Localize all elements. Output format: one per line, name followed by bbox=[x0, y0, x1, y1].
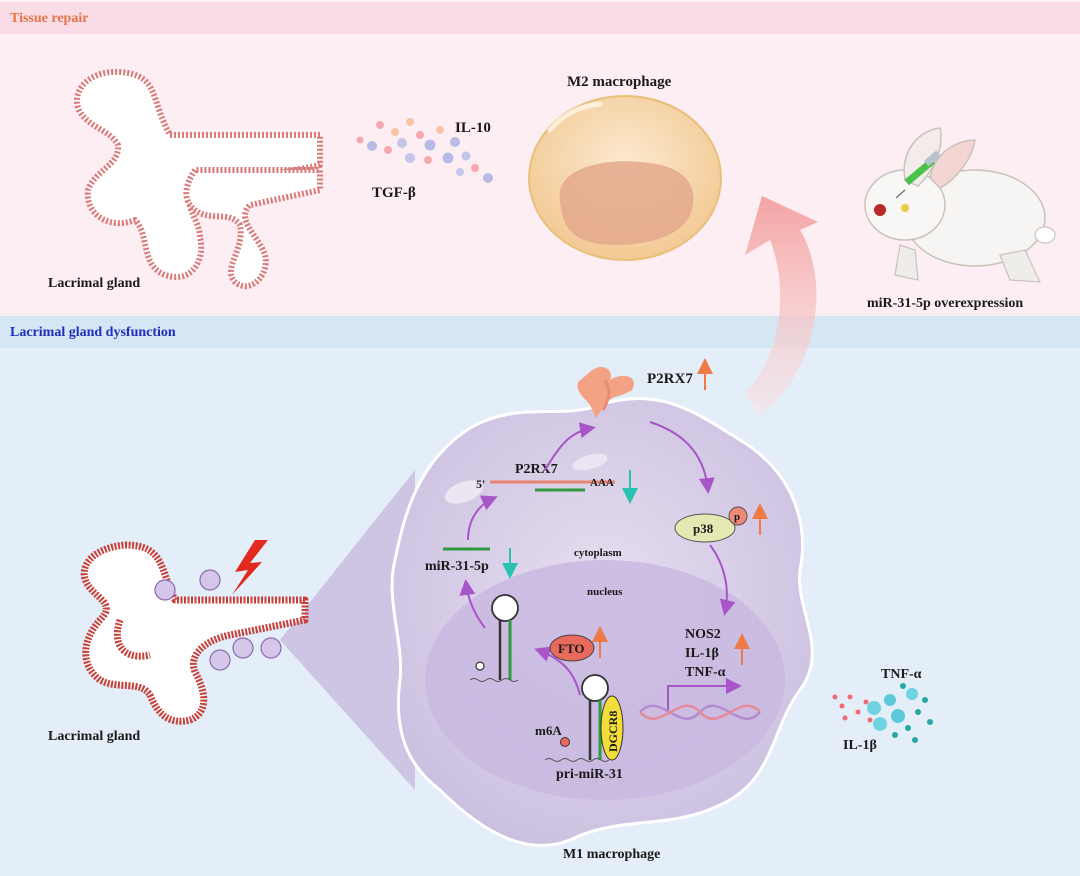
m1-macrophage-label: M1 macrophage bbox=[563, 847, 660, 862]
dysfunction-header bbox=[0, 316, 1080, 348]
p38-kinase bbox=[674, 513, 736, 543]
gene-tnfa-label: TNF-α bbox=[685, 665, 726, 680]
repolarization-arrow bbox=[745, 196, 818, 415]
pro-inflammatory-cytokines bbox=[832, 683, 933, 743]
pri-mirna-hairpin bbox=[544, 674, 610, 762]
lacrimal-gland-damaged bbox=[80, 541, 309, 725]
rabbit-illustration bbox=[864, 127, 1056, 283]
dysfunction-title: Lacrimal gland dysfunction bbox=[10, 325, 176, 340]
dgcr8-label: DGCR8 bbox=[606, 711, 620, 752]
m2-macrophage-label: M2 macrophage bbox=[567, 74, 672, 90]
m6a-label: m6A bbox=[535, 723, 562, 738]
phospho-label: p bbox=[734, 511, 740, 523]
pathway-arrows bbox=[459, 421, 736, 696]
m2-macrophage-cell bbox=[528, 95, 722, 261]
gene-il1b-label: IL-1β bbox=[685, 646, 719, 661]
mrna-label: P2RX7 bbox=[515, 462, 558, 477]
p2rx7-receptor-icon bbox=[577, 366, 634, 418]
lightning-icon bbox=[232, 540, 268, 595]
phospho-badge bbox=[728, 506, 748, 526]
dna-helix-icon bbox=[639, 704, 761, 720]
lacrimal-gland-label-bottom: Lacrimal gland bbox=[48, 729, 140, 744]
fto-label: FTO bbox=[558, 641, 585, 656]
zoom-cone bbox=[280, 470, 415, 790]
p38-label: p38 bbox=[693, 521, 714, 536]
poly-a-label: AAA bbox=[590, 477, 614, 489]
tissue-repair-title: Tissue repair bbox=[10, 11, 88, 26]
mrna-5prime-label: 5' bbox=[476, 477, 485, 491]
cytoplasm-label: cytoplasm bbox=[574, 547, 622, 559]
macrophage-dots-small bbox=[154, 569, 282, 671]
dgcr8-protein bbox=[600, 695, 624, 761]
transcription-arrow bbox=[667, 678, 742, 710]
gene-nos2-label: NOS2 bbox=[685, 627, 721, 642]
mirna-label: miR-31-5p bbox=[425, 559, 489, 574]
secreted-il1b-label: IL-1β bbox=[843, 738, 877, 753]
vesicle bbox=[444, 480, 484, 504]
il10-label: IL-10 bbox=[455, 120, 491, 136]
tissue-repair-header bbox=[0, 2, 1080, 34]
pri-mirna-label: pri-miR-31 bbox=[556, 767, 623, 782]
anti-inflammatory-cytokines bbox=[356, 118, 493, 183]
p2rx7-receptor-label: P2RX7 bbox=[647, 371, 693, 387]
vesicle bbox=[572, 453, 608, 471]
syringe-icon bbox=[895, 150, 941, 199]
rabbit-caption: miR-31-5p overexpression bbox=[867, 296, 1023, 311]
fto-enzyme bbox=[549, 634, 595, 662]
lacrimal-gland-healthy bbox=[73, 68, 323, 290]
secreted-tnfa-label: TNF-α bbox=[881, 667, 922, 682]
tgfb-label: TGF-β bbox=[372, 185, 416, 201]
processed-hairpin bbox=[469, 594, 519, 682]
lacrimal-gland-label-top: Lacrimal gland bbox=[48, 276, 140, 291]
nucleus-label: nucleus bbox=[587, 586, 623, 598]
